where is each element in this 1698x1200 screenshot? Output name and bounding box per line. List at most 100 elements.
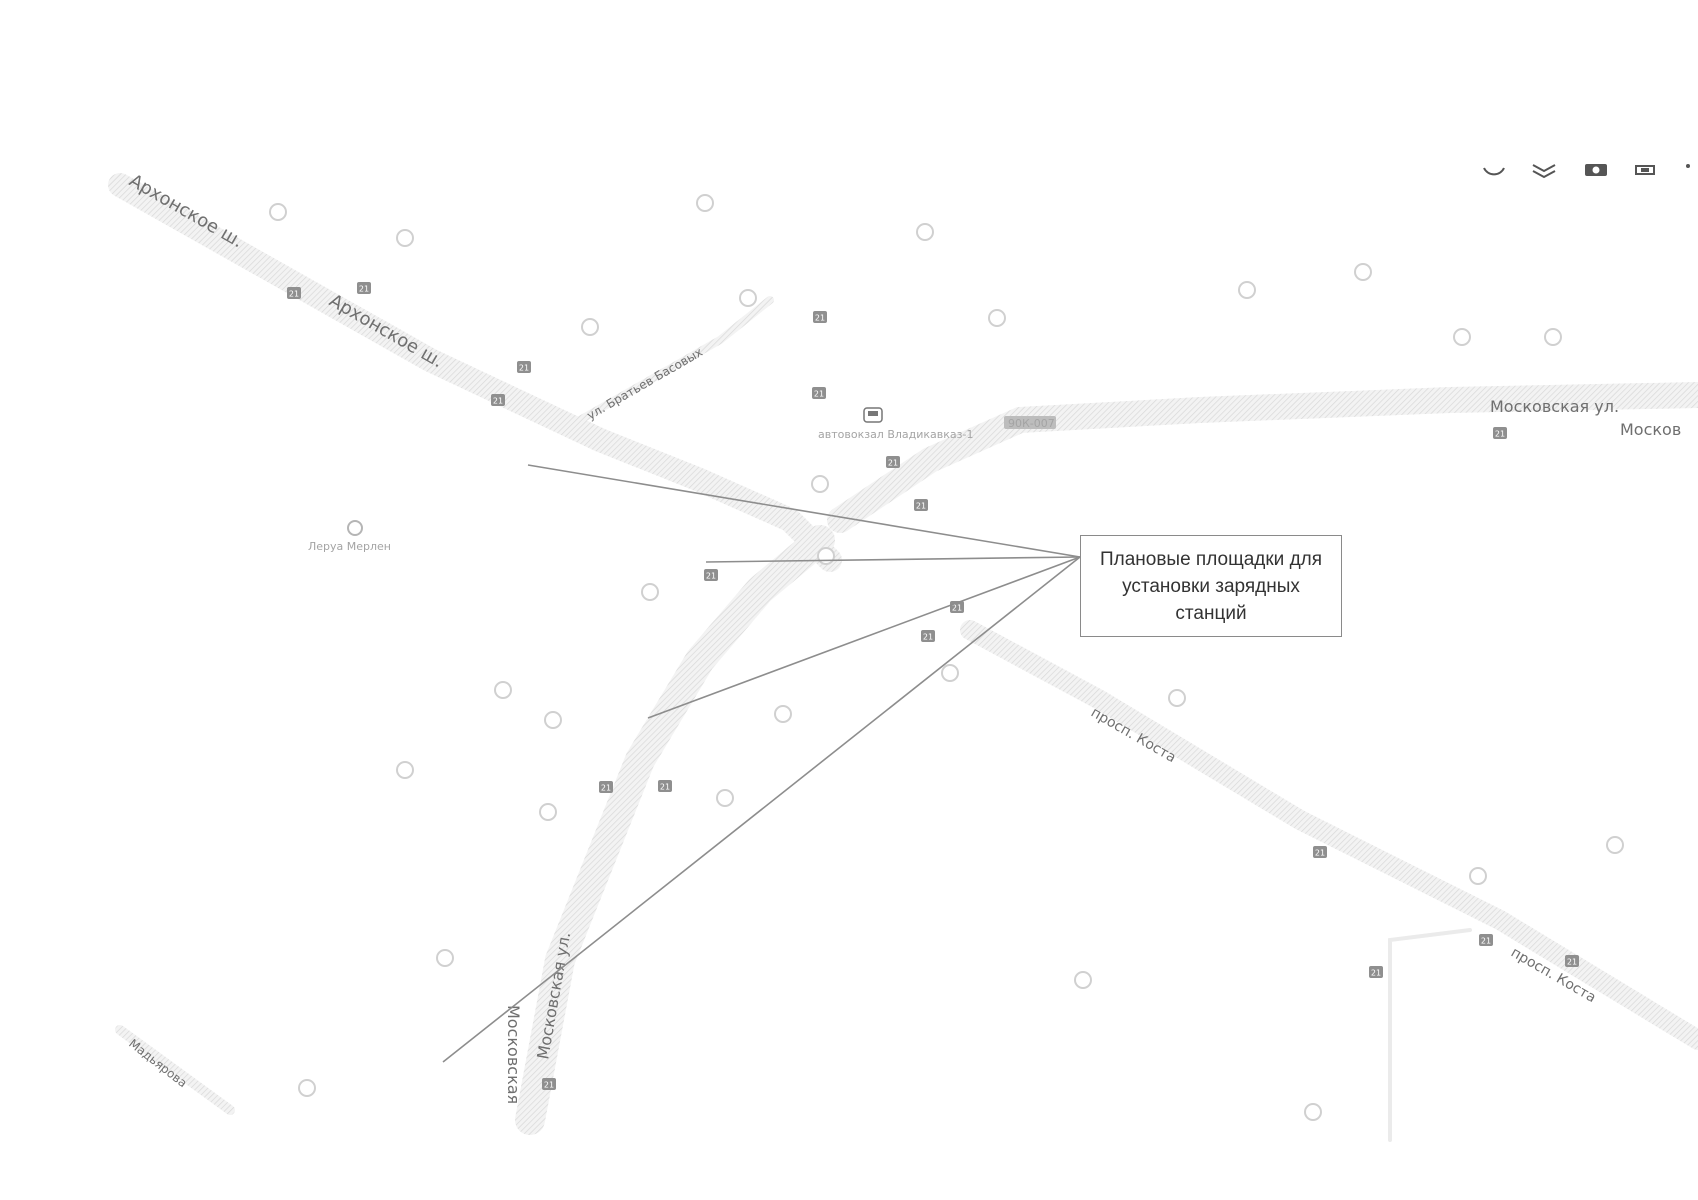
- map-pin-icon[interactable]: [739, 289, 757, 307]
- poi-markers: [269, 194, 1624, 1121]
- ruler-icon[interactable]: [1632, 160, 1660, 188]
- map-pin-icon[interactable]: [347, 520, 363, 536]
- road-label-moskovskaya-top-2: Москов: [1620, 420, 1681, 439]
- road-label-bratyev-basovykh: ул. Братьев Басовых: [585, 345, 706, 423]
- pointer-line-1: [527, 464, 1081, 558]
- route-shield-icon[interactable]: [517, 361, 531, 373]
- map-pin-icon[interactable]: [774, 705, 792, 723]
- more-icon[interactable]: [1682, 160, 1698, 188]
- route-shield-icon[interactable]: [491, 394, 505, 406]
- map-pin-icon[interactable]: [1074, 971, 1092, 989]
- place-labels: автовокзал Владикавказ-1 Леруа Мерлен 90…: [308, 407, 1056, 553]
- route-shield-icon[interactable]: [287, 287, 301, 299]
- route-number-label: 21: [1315, 849, 1325, 858]
- route-number-label: 21: [706, 572, 716, 581]
- route-shield-icon: [1004, 416, 1056, 429]
- callout-text: Плановые площадки для установки зарядных…: [1099, 548, 1323, 624]
- callout-box: Плановые площадки для установки зарядных…: [1080, 535, 1342, 637]
- route-number-label: 21: [544, 1081, 554, 1090]
- map-pin-icon[interactable]: [1304, 1103, 1322, 1121]
- route-number-label: 21: [814, 390, 824, 399]
- map-pin-icon[interactable]: [941, 664, 959, 682]
- route-shield-icon[interactable]: [813, 311, 827, 323]
- callout-pointer-lines: [442, 464, 1081, 1063]
- route-shield-icon[interactable]: [1565, 955, 1579, 967]
- route-shield-icon[interactable]: [357, 282, 371, 294]
- map-pin-icon[interactable]: [269, 203, 287, 221]
- route-number-label: 21: [1567, 958, 1577, 967]
- route-number-label: 21: [952, 604, 962, 613]
- route-number-label: 21: [1371, 969, 1381, 978]
- road-bratyev-basovykh: [576, 296, 774, 424]
- route-shield-icon[interactable]: [542, 1078, 556, 1090]
- route-shield-icon[interactable]: [921, 630, 935, 642]
- road-moskovskaya-bottom: [515, 525, 835, 1135]
- road-label-moskovskaya-bottom-2: Московская: [504, 1005, 523, 1104]
- route-shield-icon[interactable]: [914, 499, 928, 511]
- place-avtovokzal[interactable]: автовокзал Владикавказ-1: [818, 428, 973, 441]
- bus-stop-icon[interactable]: [863, 407, 883, 423]
- route-shield-icon[interactable]: [704, 569, 718, 581]
- road-network: [108, 173, 1698, 1142]
- pointer-line-3: [647, 556, 1081, 719]
- map-pin-icon[interactable]: [716, 789, 734, 807]
- road-label-moskovskaya-top-1: Московская ул.: [1490, 397, 1619, 416]
- route-number-label: 21: [1481, 937, 1491, 946]
- map-pin-icon[interactable]: [988, 309, 1006, 327]
- route-shield-icon[interactable]: [1313, 846, 1327, 858]
- route-number-label: 21: [1495, 430, 1505, 439]
- map-pin-icon[interactable]: [916, 223, 934, 241]
- road-shield-label: 90К-007: [1008, 417, 1055, 430]
- map-pin-icon[interactable]: [811, 475, 829, 493]
- road-label-arkhonskoe-2: Архонское ш.: [326, 290, 447, 372]
- map-pin-icon[interactable]: [1606, 836, 1624, 854]
- road-arkhonskoe: [108, 173, 842, 572]
- map-pin-icon[interactable]: [298, 1079, 316, 1097]
- map-pin-icon[interactable]: [436, 949, 454, 967]
- map-pin-icon[interactable]: [396, 229, 414, 247]
- map-pin-icon[interactable]: [544, 711, 562, 729]
- route-shield-icon[interactable]: [599, 781, 613, 793]
- place-leroy[interactable]: Леруа Мерлен: [308, 540, 391, 553]
- map-pin-icon[interactable]: [1354, 263, 1372, 281]
- map-pin-icon[interactable]: [1238, 281, 1256, 299]
- map-pin-icon[interactable]: [1168, 689, 1186, 707]
- road-labels: Архонское ш. Архонское ш. ул. Братьев Ба…: [126, 170, 1682, 1104]
- route-shield-icon[interactable]: [1479, 934, 1493, 946]
- map-pin-icon[interactable]: [396, 761, 414, 779]
- target-icon[interactable]: [1480, 160, 1508, 188]
- route-number-label: 21: [601, 784, 611, 793]
- route-number-label: 21: [916, 502, 926, 511]
- map-pin-icon[interactable]: [1469, 867, 1487, 885]
- route-shield-icon[interactable]: [812, 387, 826, 399]
- route-number-label: 21: [289, 290, 299, 299]
- pointer-line-2: [705, 556, 1081, 563]
- route-shield-icon[interactable]: [658, 780, 672, 792]
- route-shield-icon[interactable]: [1369, 966, 1383, 978]
- map-pin-icon[interactable]: [539, 803, 557, 821]
- map-pin-icon[interactable]: [696, 194, 714, 212]
- road-moskovskaya-top: [827, 382, 1698, 533]
- route-number-label: 21: [815, 314, 825, 323]
- map-pin-icon[interactable]: [1453, 328, 1471, 346]
- route-shield-icon[interactable]: [1493, 427, 1507, 439]
- map-pin-icon[interactable]: [1544, 328, 1562, 346]
- route-number-label: 21: [493, 397, 503, 406]
- map-pin-icon[interactable]: [817, 547, 835, 565]
- map-pin-icon[interactable]: [581, 318, 599, 336]
- map-pin-icon[interactable]: [494, 681, 512, 699]
- map-toolbar: [1470, 160, 1698, 190]
- layers-icon[interactable]: [1530, 160, 1558, 188]
- route-shield-icon[interactable]: [886, 456, 900, 468]
- map-pin-icon[interactable]: [641, 583, 659, 601]
- route-number-label: 21: [359, 285, 369, 294]
- route-number-label: 21: [519, 364, 529, 373]
- route-number-label: 21: [923, 633, 933, 642]
- route-number-label: 21: [660, 783, 670, 792]
- road-side-lane: [1388, 928, 1472, 1142]
- camera-icon[interactable]: [1582, 160, 1610, 188]
- pointer-line-4: [442, 556, 1081, 1063]
- route-number-label: 21: [888, 459, 898, 468]
- road-label-madyarova: Мадьярова: [126, 1036, 190, 1090]
